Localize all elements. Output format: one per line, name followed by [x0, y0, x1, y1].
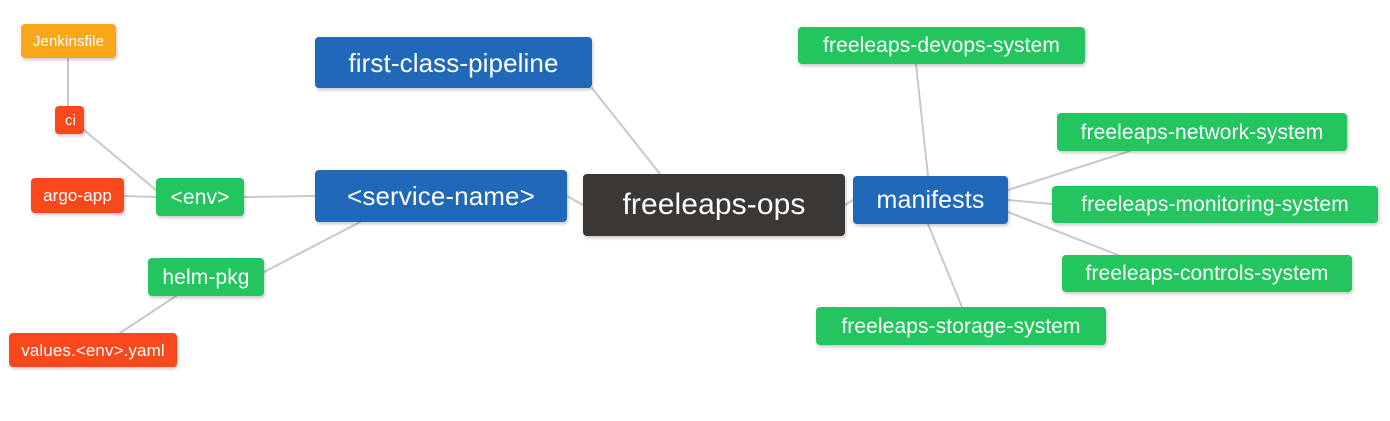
node-label-argo-app: argo-app: [43, 186, 112, 205]
node-helm-pkg[interactable]: helm-pkg: [148, 258, 264, 296]
node-freeleaps-network-system[interactable]: freeleaps-network-system: [1057, 113, 1347, 151]
edge-manifests-to-freeleaps-network-system: [1007, 150, 1131, 191]
node-values-env-yaml[interactable]: values.<env>.yaml: [9, 333, 177, 367]
node-ci[interactable]: ci: [55, 106, 84, 134]
node-first-class-pipeline[interactable]: first-class-pipeline: [315, 37, 592, 88]
node-service-name[interactable]: <service-name>: [315, 170, 567, 222]
edge-root-to-first-class-pipeline: [591, 87, 661, 175]
edge-manifests-to-freeleaps-devops-system: [915, 63, 929, 177]
node-argo-app[interactable]: argo-app: [31, 178, 124, 213]
edge-service-name-to-env: [243, 195, 316, 198]
node-label-freeleaps-storage-system: freeleaps-storage-system: [841, 314, 1081, 338]
edge-service-name-to-helm-pkg: [263, 221, 361, 273]
node-env[interactable]: <env>: [156, 178, 244, 216]
node-label-env: <env>: [170, 185, 230, 209]
node-root[interactable]: freeleaps-ops: [583, 174, 845, 236]
edge-manifests-to-freeleaps-storage-system: [927, 223, 963, 308]
node-label-first-class-pipeline: first-class-pipeline: [348, 47, 559, 78]
node-label-root: freeleaps-ops: [622, 188, 806, 221]
node-label-freeleaps-devops-system: freeleaps-devops-system: [823, 34, 1060, 57]
edge-root-to-manifests: [844, 199, 854, 206]
edge-root-to-service-name: [566, 195, 584, 206]
node-freeleaps-controls-system[interactable]: freeleaps-controls-system: [1062, 255, 1352, 292]
node-label-freeleaps-monitoring-system: freeleaps-monitoring-system: [1081, 193, 1349, 216]
edge-helm-pkg-to-values-env-yaml: [119, 295, 177, 334]
node-freeleaps-devops-system[interactable]: freeleaps-devops-system: [798, 27, 1085, 64]
node-label-jenkinsfile: Jenkinsfile: [32, 32, 105, 50]
node-manifests[interactable]: manifests: [853, 176, 1008, 224]
node-label-ci: ci: [65, 111, 77, 129]
edge-env-to-argo-app: [123, 195, 157, 198]
node-label-helm-pkg: helm-pkg: [162, 265, 250, 289]
edge-manifests-to-freeleaps-monitoring-system: [1007, 199, 1053, 205]
node-label-freeleaps-controls-system: freeleaps-controls-system: [1085, 262, 1329, 285]
node-label-manifests: manifests: [876, 185, 985, 214]
node-freeleaps-storage-system[interactable]: freeleaps-storage-system: [816, 307, 1106, 345]
node-label-service-name: <service-name>: [347, 181, 535, 211]
node-jenkinsfile[interactable]: Jenkinsfile: [21, 24, 116, 58]
node-label-values-env-yaml: values.<env>.yaml: [21, 340, 165, 360]
node-freeleaps-monitoring-system[interactable]: freeleaps-monitoring-system: [1052, 186, 1378, 223]
node-label-freeleaps-network-system: freeleaps-network-system: [1080, 120, 1324, 144]
